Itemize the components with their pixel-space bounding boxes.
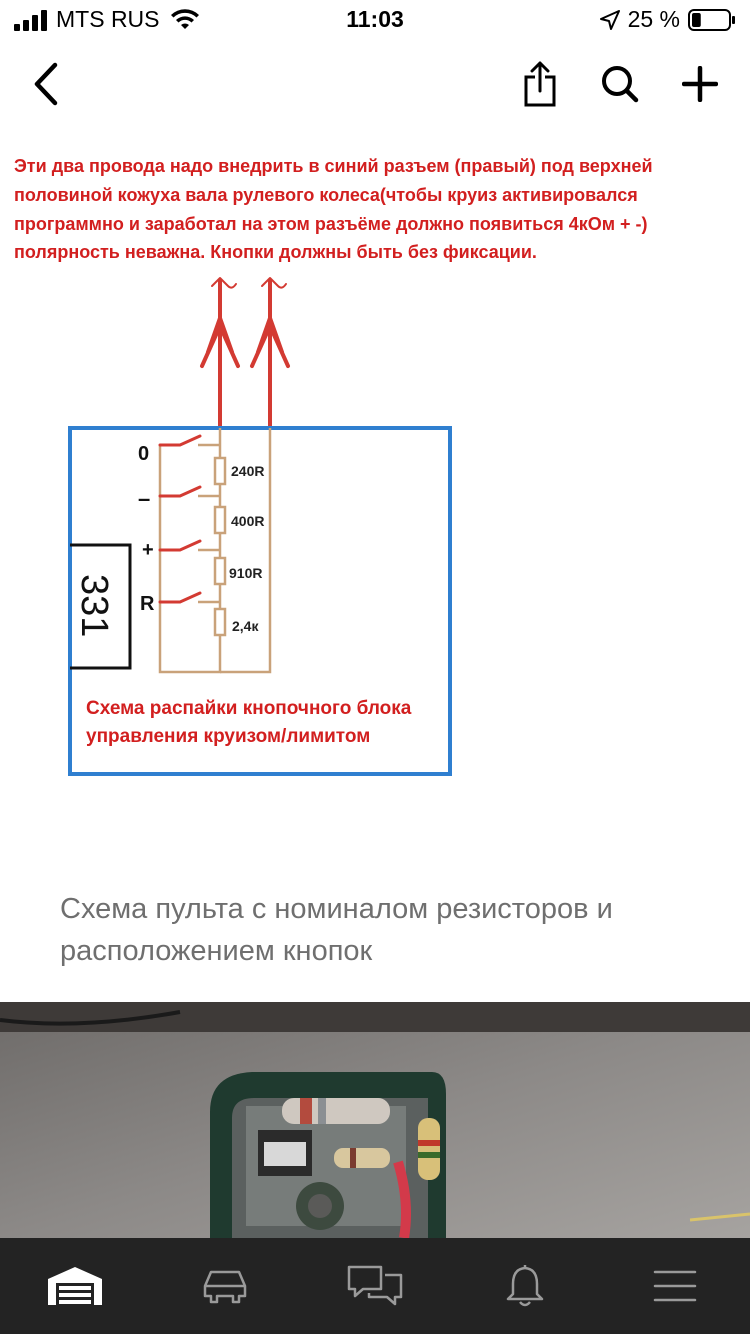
car-icon <box>203 1270 247 1304</box>
button-label-r: R <box>140 593 155 615</box>
switches <box>158 434 202 604</box>
share-icon <box>524 61 556 107</box>
note-line-1: Эти два провода надо внедрить в синий ра… <box>14 156 653 176</box>
chevron-left-icon <box>34 62 58 106</box>
note-line-4: полярность неважна. Кнопки должны быть б… <box>14 242 537 262</box>
bell-icon <box>506 1265 544 1307</box>
status-right: 25 % <box>599 6 736 33</box>
chat-icon <box>347 1265 403 1306</box>
menu-icon <box>653 1270 697 1302</box>
circuit-lines <box>158 428 272 674</box>
connector-label: 331 <box>73 574 115 637</box>
status-bar: MTS RUS 11:03 25 % <box>0 0 750 40</box>
status-time: 11:03 <box>346 6 404 32</box>
battery-icon <box>688 8 735 31</box>
share-button[interactable] <box>510 54 570 114</box>
resistor-label-4: 2,4к <box>232 618 259 634</box>
wiring-diagram-image: Эти два провода надо внедрить в синий ра… <box>14 156 653 776</box>
resistor-label-2: 400R <box>231 513 264 529</box>
remote-photo-image <box>0 1002 750 1238</box>
back-button[interactable] <box>16 54 76 114</box>
tab-bar <box>0 1238 750 1334</box>
wifi-icon <box>170 8 199 29</box>
search-icon <box>602 66 639 103</box>
tab-car[interactable] <box>150 1238 300 1334</box>
blue-frame <box>68 426 452 776</box>
status-left: MTS RUS <box>14 6 200 33</box>
button-label-0: 0 <box>138 443 149 465</box>
button-label-plus: + <box>142 539 154 561</box>
nav-bar <box>0 48 750 120</box>
add-button[interactable] <box>670 54 730 114</box>
search-button[interactable] <box>590 54 650 114</box>
garage-icon <box>48 1267 102 1305</box>
plus-icon <box>682 66 718 102</box>
note-line-2: половиной кожуха вала рулевого колеса(чт… <box>14 185 638 205</box>
signal-icon <box>14 9 47 31</box>
schema-line-1: Схема распайки кнопочного блока <box>86 698 412 719</box>
remote-photo[interactable] <box>0 1002 750 1238</box>
image-caption: Схема пульта с номиналом резисторов и ра… <box>60 893 613 967</box>
note-line-3: программно и заработал на этом разъёме д… <box>14 214 648 234</box>
tab-messages[interactable] <box>300 1238 450 1334</box>
tab-notifications[interactable] <box>450 1238 600 1334</box>
resistor-label-1: 240R <box>231 463 264 479</box>
red-wires <box>200 277 290 430</box>
schema-line-2: управления круизом/лимитом <box>86 726 370 747</box>
tab-garage[interactable] <box>0 1238 150 1334</box>
button-label-minus: – <box>138 486 150 511</box>
resistor-label-3: 910R <box>229 565 262 581</box>
tab-menu[interactable] <box>600 1238 750 1334</box>
carrier-name: MTS RUS <box>56 6 160 32</box>
location-arrow-icon <box>599 9 620 30</box>
battery-percent: 25 % <box>627 6 680 32</box>
connector-bracket <box>70 543 132 670</box>
